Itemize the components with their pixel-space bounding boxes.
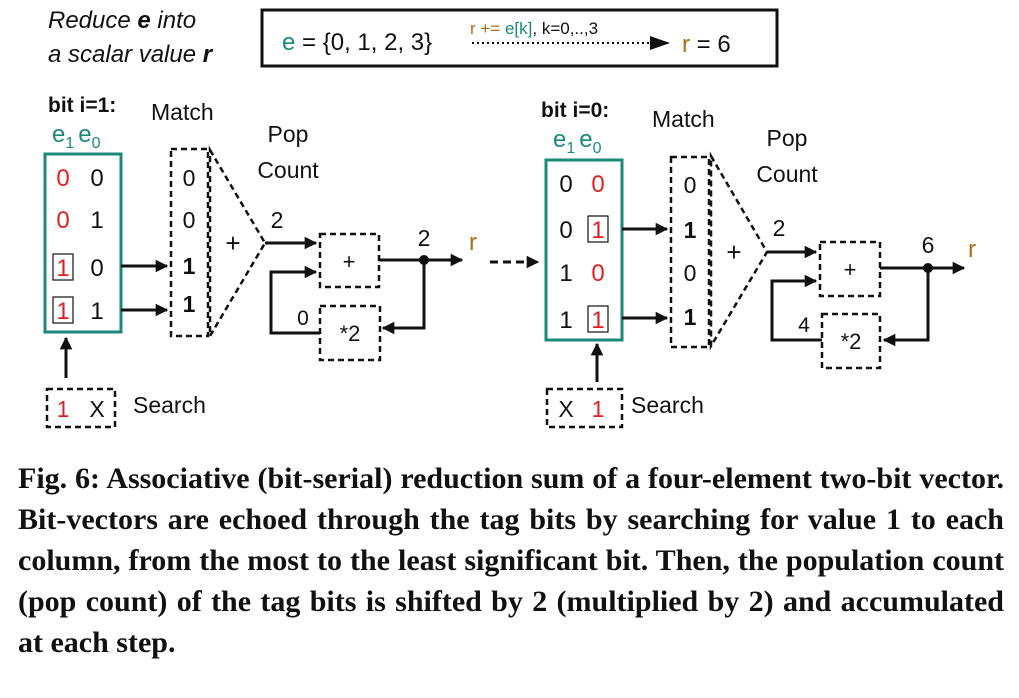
shift-by-2-unit (820, 312, 882, 370)
cell-r2-e0: 0 (90, 255, 103, 282)
cell-r1-e0: 1 (591, 217, 604, 244)
tag-bit: 1 (684, 304, 697, 330)
cell-r3-e1: 1 (56, 298, 69, 325)
match-label: Match (151, 99, 214, 125)
feedback-path (882, 268, 930, 347)
bit-label: bit i=1: (48, 94, 116, 117)
tag-bit: 0 (684, 260, 697, 286)
tag-bit: 1 (183, 253, 196, 279)
cell-r2-e0: 0 (591, 260, 604, 287)
pop-count-label: Pop (268, 121, 309, 147)
pop-count-unit (208, 145, 267, 341)
vector-memory-box (43, 152, 123, 334)
shift-symbol: *2 (841, 329, 862, 354)
accumulator-adder (818, 240, 882, 298)
cell-r2-e1: 1 (56, 255, 69, 282)
tag-bits-box (169, 147, 210, 338)
adder-symbol: + (343, 249, 356, 274)
cell-r0-e1: 0 (559, 171, 572, 198)
shift-input-value: 0 (297, 307, 309, 330)
pop-count-value: 2 (271, 207, 284, 233)
pop-count-plus: + (225, 228, 240, 258)
search-key-bit: 1 (592, 396, 605, 422)
cell-r0-e1: 0 (56, 165, 69, 192)
output-r-label: r (469, 229, 477, 256)
cell-r1-e1: 0 (559, 217, 572, 244)
pop-count-label: Pop (767, 125, 808, 151)
output-r-label: r (968, 236, 976, 263)
adder-symbol: + (844, 257, 857, 282)
cell-r3-e1: 1 (559, 307, 572, 334)
match-label: Match (652, 106, 715, 132)
matched-bit-highlight (52, 253, 74, 281)
cell-r1-e1: 0 (56, 207, 69, 234)
search-key-box (545, 387, 624, 429)
vector-memory-box (544, 158, 624, 342)
reduction-summary-box (260, 8, 779, 68)
tag-bit: 0 (183, 207, 196, 233)
reduce-caption-line-1: Reduce e into (48, 7, 196, 34)
output-value: 2 (418, 225, 431, 251)
shift-to-adder-path (770, 274, 822, 342)
shift-to-adder-path (269, 265, 320, 335)
cell-r3-e0: 1 (90, 298, 103, 325)
vector-e-definition: e = {0, 1, 2, 3} (282, 29, 432, 56)
search-key-bit: X (558, 396, 573, 422)
tag-bit: 1 (684, 217, 697, 243)
cell-r2-e1: 1 (559, 260, 572, 287)
pop-count-value: 2 (773, 215, 786, 241)
reduce-caption-line-2: a scalar value r (48, 41, 214, 68)
cell-r0-e0: 0 (591, 171, 604, 198)
tag-bit: 0 (183, 165, 196, 191)
associative-reduction-diagram: Reduce e into a scalar value r e = {0, 1… (43, 7, 976, 429)
pop-count-plus: + (726, 237, 741, 267)
search-key-bit: X (89, 396, 104, 422)
cell-r3-e0: 1 (591, 307, 604, 334)
figure-caption: Fig. 6: Associative (bit-serial) reducti… (18, 462, 1004, 659)
output-value: 6 (922, 232, 935, 258)
search-key-bit: 1 (57, 396, 70, 422)
reduction-result: r = 6 (682, 31, 731, 58)
search-label: Search (133, 392, 206, 418)
search-key-box (45, 387, 117, 429)
tag-bit: 1 (183, 291, 196, 317)
matched-bit-highlight (587, 305, 609, 333)
shift-symbol: *2 (340, 321, 361, 346)
feedback-path (381, 260, 426, 335)
cell-r1-e0: 1 (90, 207, 103, 234)
search-label: Search (631, 392, 704, 418)
matched-bit-highlight (587, 215, 609, 243)
tag-bit: 0 (684, 172, 697, 198)
shift-input-value: 4 (798, 314, 810, 337)
cell-r0-e0: 0 (90, 165, 103, 192)
tag-bits-box (669, 155, 711, 349)
bit-label: bit i=0: (541, 99, 609, 122)
accumulate-operation-label: r += e[k], k=0,..,3 (470, 19, 598, 38)
pop-count-label: Count (257, 157, 319, 183)
pop-count-unit (709, 151, 769, 351)
matched-bit-highlight (52, 296, 74, 324)
pop-count-label: Count (756, 161, 818, 187)
